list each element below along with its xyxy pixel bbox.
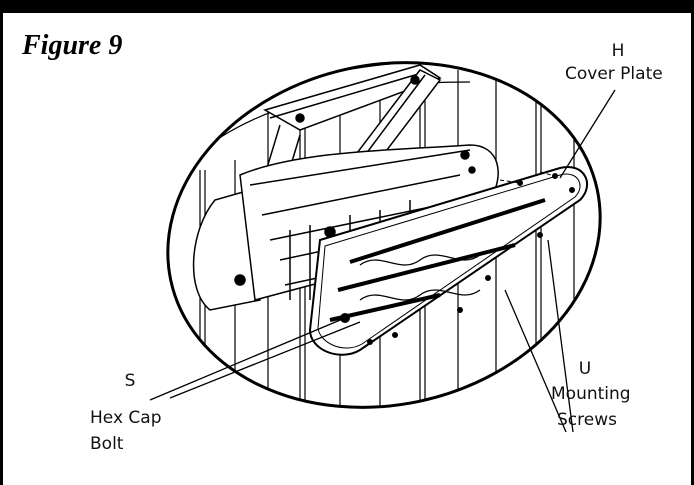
leader-s1 [149,317,346,401]
lifter-body [192,144,499,311]
callout-u-name-line1: Mounting [551,384,631,404]
leader-u1 [547,239,574,433]
callout-s-letter: S [124,371,136,391]
callout-u-letter: U [578,359,592,379]
top-border [0,0,694,13]
right-border [691,0,694,485]
callout-s-name-line2: Bolt [90,434,124,454]
callout-s-name-line1: Hex Cap [90,408,162,428]
callout-u-name-line2: Screws [557,410,617,430]
figure-title: Figure 9 [22,30,123,61]
mounting-screws [367,173,575,345]
leader-h [559,89,616,179]
leader-u2 [504,289,567,433]
left-border [0,0,3,485]
cover-plate [308,166,589,356]
leader-lines [149,89,616,433]
callout-h-letter: H [611,41,625,61]
callout-h-name: Cover Plate [565,64,663,84]
leader-s2 [169,321,361,399]
